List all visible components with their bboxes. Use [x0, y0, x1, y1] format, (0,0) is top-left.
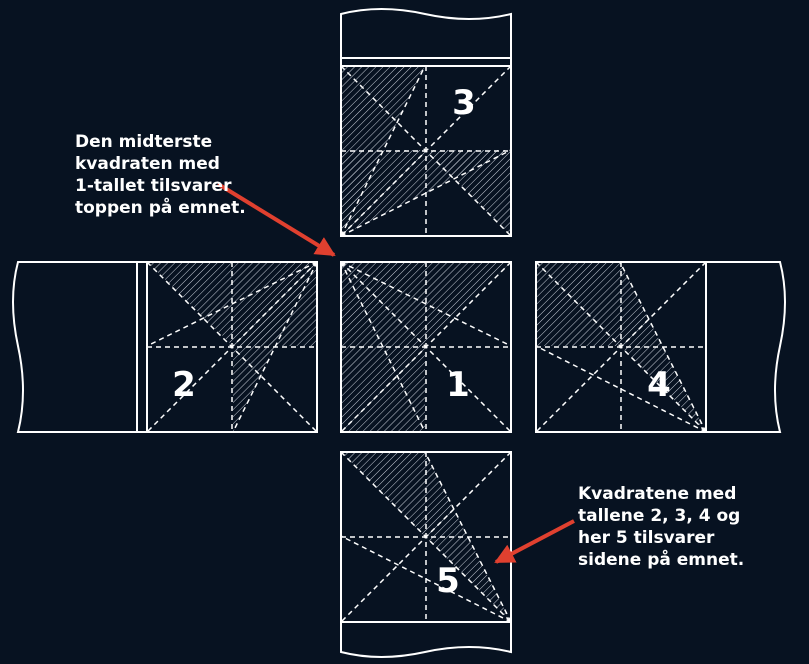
fold-line [535, 345, 707, 433]
square-left [146, 261, 318, 433]
fold-line [232, 261, 318, 433]
fold-line [340, 451, 512, 623]
strip-bottom [340, 622, 512, 658]
square-number-left: 2 [172, 365, 196, 405]
square-right [535, 261, 707, 433]
square-outline [146, 261, 318, 433]
square-number-top: 3 [452, 83, 476, 123]
fold-line [146, 261, 318, 433]
square-top [340, 65, 512, 237]
annotation-top: Den midterste kvadraten med 1-tallet til… [75, 132, 246, 218]
fold-line [340, 261, 426, 433]
square-bottom [340, 451, 512, 623]
fold-line [146, 261, 318, 347]
fold-line [619, 261, 707, 433]
strip-top [340, 8, 512, 66]
square-number-center: 1 [446, 365, 470, 405]
arrow-to-center-square [216, 182, 336, 257]
annotation-bottom: Kvadratene med tallene 2, 3, 4 og her 5 … [578, 484, 745, 570]
square-outline [340, 65, 512, 237]
square-outline [535, 261, 707, 433]
fold-line [535, 261, 707, 433]
squares-layer [146, 65, 707, 623]
strip-right [706, 261, 786, 433]
fold-line [340, 65, 426, 237]
arrow-to-bottom-square [494, 519, 575, 564]
fold-line [340, 65, 512, 237]
square-outline [340, 261, 512, 433]
square-outline [340, 451, 512, 623]
square-number-right: 4 [647, 365, 671, 405]
fold-line [424, 451, 512, 623]
fold-line [340, 149, 512, 237]
fold-line [340, 261, 512, 347]
fold-line [340, 535, 512, 623]
square-center [340, 261, 512, 433]
strip-left [12, 261, 147, 433]
fold-line [340, 261, 512, 433]
square-number-bottom: 5 [436, 561, 460, 601]
